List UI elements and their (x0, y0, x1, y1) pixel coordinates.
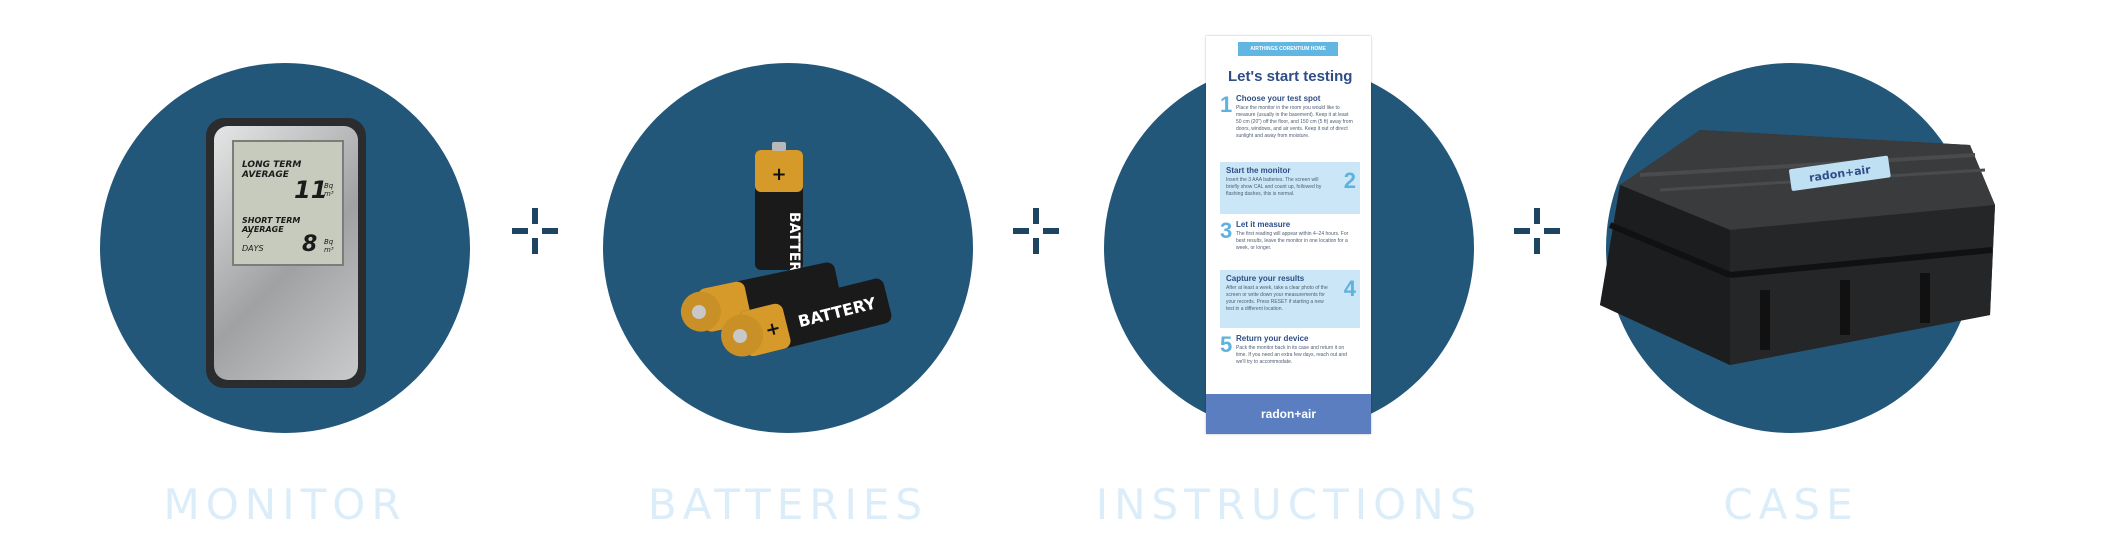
instruction-step: 4 Capture your results After at least a … (1220, 270, 1360, 328)
plus-icon (512, 208, 558, 254)
long-term-label: LONG TERM AVERAGE (242, 160, 302, 180)
label-batteries: BATTERIES (647, 480, 929, 529)
instructions-card: AIRTHINGS CORENTIUM HOME Let's start tes… (1206, 36, 1371, 434)
card-tag: AIRTHINGS CORENTIUM HOME (1238, 42, 1338, 56)
label-monitor: MONITOR (163, 480, 407, 529)
battery-label: BATTERY (786, 212, 802, 282)
instruction-step: 2 Start the monitor Insert the 3 AAA bat… (1220, 162, 1360, 214)
batteries-image: + BATTERY + BATTERY (680, 142, 892, 357)
card-title: Let's start testing (1228, 68, 1353, 85)
label-case: CASE (1723, 480, 1859, 529)
days-label: DAYS (242, 244, 264, 253)
monitor-display: LONG TERM AVERAGE 11 Bq m³ SHORT TERM AV… (232, 140, 344, 266)
short-term-label: SHORT TERM AVERAGE (242, 216, 301, 234)
instruction-step: 5 Return your device Pack the monitor ba… (1220, 332, 1347, 365)
unit-label: Bq m³ (324, 182, 334, 198)
instruction-step: 3 Let it measure The first reading will … (1220, 218, 1349, 251)
card-footer-logo: radon+air (1206, 394, 1371, 434)
svg-text:+: + (763, 317, 783, 341)
short-term-value: 8 (302, 232, 318, 257)
plus-icon (1514, 208, 1560, 254)
svg-text:+: + (771, 164, 786, 185)
plus-icon (1013, 208, 1059, 254)
case-image: radon+air (1600, 130, 1995, 365)
long-term-value: 11 (294, 176, 328, 204)
days-value: 7 (246, 230, 253, 241)
label-instructions: INSTRUCTIONS (1095, 480, 1483, 529)
instruction-step: 1 Choose your test spot Place the monito… (1220, 92, 1353, 139)
unit-label: Bq m³ (324, 238, 334, 254)
